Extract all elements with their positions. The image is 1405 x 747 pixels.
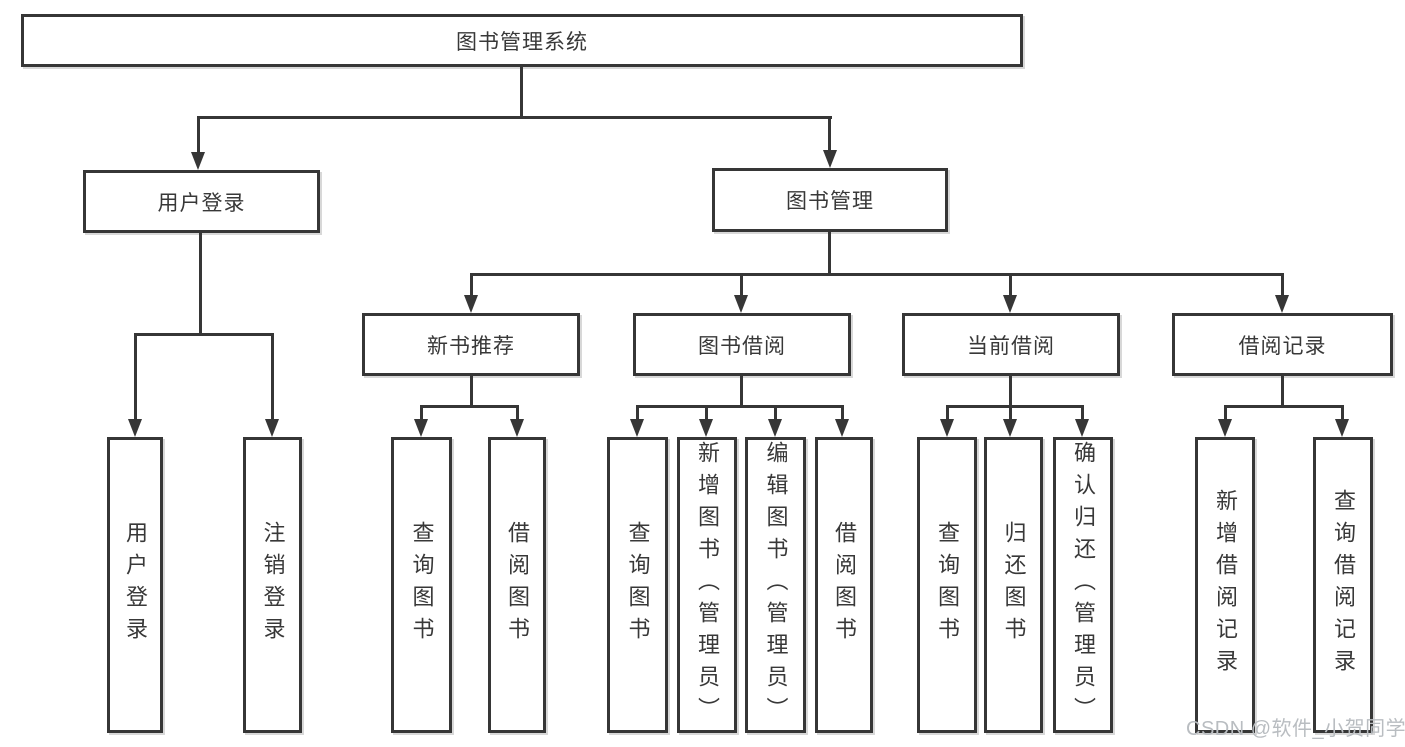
connector-line bbox=[134, 333, 137, 419]
arrowhead-down-icon bbox=[835, 419, 849, 437]
leaf-borrow-books-recommend: 借阅图书 bbox=[488, 437, 546, 733]
leaf-query-books-current-label: 查询图书 bbox=[935, 521, 960, 649]
connector-line bbox=[199, 233, 202, 335]
connector-line bbox=[470, 273, 473, 296]
leaf-edit-book-admin: 编辑图书（管理员） bbox=[745, 437, 806, 733]
connector-line bbox=[197, 116, 832, 119]
leaf-add-borrow-record-label: 新增借阅记录 bbox=[1213, 489, 1238, 681]
connector-line bbox=[946, 405, 1083, 408]
leaf-query-books-borrow: 查询图书 bbox=[607, 437, 668, 733]
node-book-borrow: 图书借阅 bbox=[633, 313, 851, 376]
leaf-logout: 注销登录 bbox=[243, 437, 302, 733]
node-new-book-recommend: 新书推荐 bbox=[362, 313, 580, 376]
connector-line bbox=[740, 273, 743, 296]
connector-line bbox=[1009, 405, 1012, 421]
connector-line bbox=[271, 333, 274, 419]
connector-line bbox=[1281, 376, 1284, 408]
connector-line bbox=[828, 232, 831, 276]
node-book-management: 图书管理 bbox=[712, 168, 948, 232]
arrowhead-down-icon bbox=[1075, 419, 1089, 437]
node-current-borrow: 当前借阅 bbox=[902, 313, 1120, 376]
arrowhead-down-icon bbox=[630, 419, 644, 437]
leaf-return-books: 归还图书 bbox=[984, 437, 1043, 733]
arrowhead-down-icon bbox=[128, 419, 142, 437]
connector-line bbox=[1009, 273, 1012, 296]
leaf-query-books-current: 查询图书 bbox=[917, 437, 977, 733]
arrowhead-down-icon bbox=[734, 295, 748, 313]
connector-line bbox=[520, 66, 523, 118]
node-borrow-records: 借阅记录 bbox=[1172, 313, 1393, 376]
node-current-borrow-label: 当前借阅 bbox=[967, 334, 1055, 358]
connector-line bbox=[1081, 405, 1084, 421]
csdn-watermark: CSDN @软件_小贺同学 bbox=[1186, 718, 1405, 740]
connector-line bbox=[774, 405, 777, 421]
leaf-borrow-books-label: 借阅图书 bbox=[832, 521, 857, 649]
connector-line bbox=[740, 376, 743, 408]
arrowhead-down-icon bbox=[510, 419, 524, 437]
leaf-user-login-label: 用户登录 bbox=[123, 521, 148, 649]
leaf-query-borrow-record: 查询借阅记录 bbox=[1313, 437, 1373, 733]
connector-line bbox=[841, 405, 844, 421]
connector-line bbox=[828, 116, 831, 152]
connector-line bbox=[470, 376, 473, 408]
leaf-return-books-label: 归还图书 bbox=[1001, 521, 1027, 649]
node-root-label: 图书管理系统 bbox=[456, 30, 588, 54]
leaf-add-book-admin: 新增图书（管理员） bbox=[677, 437, 737, 733]
connector-line bbox=[1281, 273, 1284, 296]
connector-line bbox=[946, 405, 949, 421]
leaf-borrow-books-recommend-label: 借阅图书 bbox=[505, 521, 530, 649]
node-root: 图书管理系统 bbox=[21, 14, 1023, 67]
arrowhead-down-icon bbox=[823, 150, 837, 168]
arrowhead-down-icon bbox=[1003, 295, 1017, 313]
connector-line bbox=[420, 405, 423, 421]
node-user-login-label: 用户登录 bbox=[157, 191, 246, 215]
arrowhead-down-icon bbox=[265, 419, 279, 437]
leaf-confirm-return-admin: 确认归还（管理员） bbox=[1053, 437, 1113, 733]
arrowhead-down-icon bbox=[699, 419, 713, 437]
connector-line bbox=[470, 273, 1284, 276]
connector-line bbox=[197, 116, 200, 154]
leaf-confirm-return-admin-label: 确认归还（管理员） bbox=[1071, 441, 1096, 729]
connector-line bbox=[636, 405, 639, 421]
leaf-add-book-admin-label: 新增图书（管理员） bbox=[695, 441, 720, 729]
node-borrow-records-label: 借阅记录 bbox=[1238, 334, 1327, 358]
arrowhead-down-icon bbox=[940, 419, 954, 437]
node-user-login: 用户登录 bbox=[83, 170, 320, 233]
connector-line bbox=[516, 405, 519, 421]
leaf-query-books-recommend: 查询图书 bbox=[391, 437, 452, 733]
node-new-book-recommend-label: 新书推荐 bbox=[427, 334, 515, 358]
leaf-user-login: 用户登录 bbox=[107, 437, 163, 733]
connector-line bbox=[705, 405, 708, 421]
arrowhead-down-icon bbox=[1275, 295, 1289, 313]
arrowhead-down-icon bbox=[464, 295, 478, 313]
connector-line bbox=[1341, 405, 1344, 421]
connector-line bbox=[134, 333, 274, 336]
leaf-logout-label: 注销登录 bbox=[260, 521, 286, 649]
arrowhead-down-icon bbox=[1003, 419, 1017, 437]
node-book-borrow-label: 图书借阅 bbox=[698, 334, 786, 358]
leaf-query-books-borrow-label: 查询图书 bbox=[625, 521, 651, 649]
connector-line bbox=[1224, 405, 1227, 421]
leaf-borrow-books: 借阅图书 bbox=[815, 437, 873, 733]
leaf-edit-book-admin-label: 编辑图书（管理员） bbox=[763, 441, 789, 729]
arrowhead-down-icon bbox=[414, 419, 428, 437]
arrowhead-down-icon bbox=[1218, 419, 1232, 437]
connector-line bbox=[1224, 405, 1343, 408]
arrowhead-down-icon bbox=[1335, 419, 1349, 437]
leaf-query-borrow-record-label: 查询借阅记录 bbox=[1331, 489, 1356, 681]
connector-line bbox=[636, 405, 844, 408]
arrowhead-down-icon bbox=[191, 152, 205, 170]
connector-line bbox=[1009, 376, 1012, 408]
connector-line bbox=[420, 405, 519, 408]
leaf-add-borrow-record: 新增借阅记录 bbox=[1195, 437, 1255, 733]
node-book-management-label: 图书管理 bbox=[786, 190, 874, 213]
leaf-query-books-recommend-label: 查询图书 bbox=[409, 521, 435, 649]
arrowhead-down-icon bbox=[768, 419, 782, 437]
